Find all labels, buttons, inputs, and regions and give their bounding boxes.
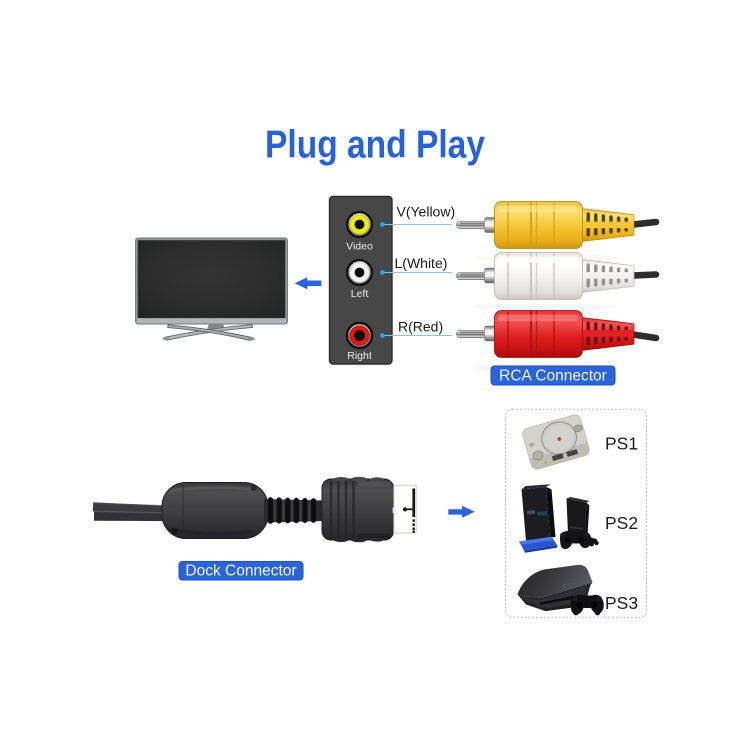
svg-text:PS3: PS3: [562, 580, 577, 591]
svg-text:Video: Video: [346, 241, 373, 253]
svg-text:V(Yellow): V(Yellow): [397, 204, 456, 220]
svg-text:PS3: PS3: [605, 593, 638, 613]
svg-text:PS2: PS2: [605, 513, 638, 533]
svg-text:PS1: PS1: [605, 434, 638, 454]
svg-text:Right: Right: [347, 350, 372, 362]
svg-text:RCA Connector: RCA Connector: [499, 368, 607, 385]
svg-text:Dock Connector: Dock Connector: [185, 563, 296, 580]
svg-text:Left: Left: [351, 288, 369, 300]
svg-text:R(Red): R(Red): [398, 319, 443, 335]
svg-text:L(White): L(White): [395, 255, 448, 271]
svg-text:Plug and Play: Plug and Play: [265, 124, 486, 167]
